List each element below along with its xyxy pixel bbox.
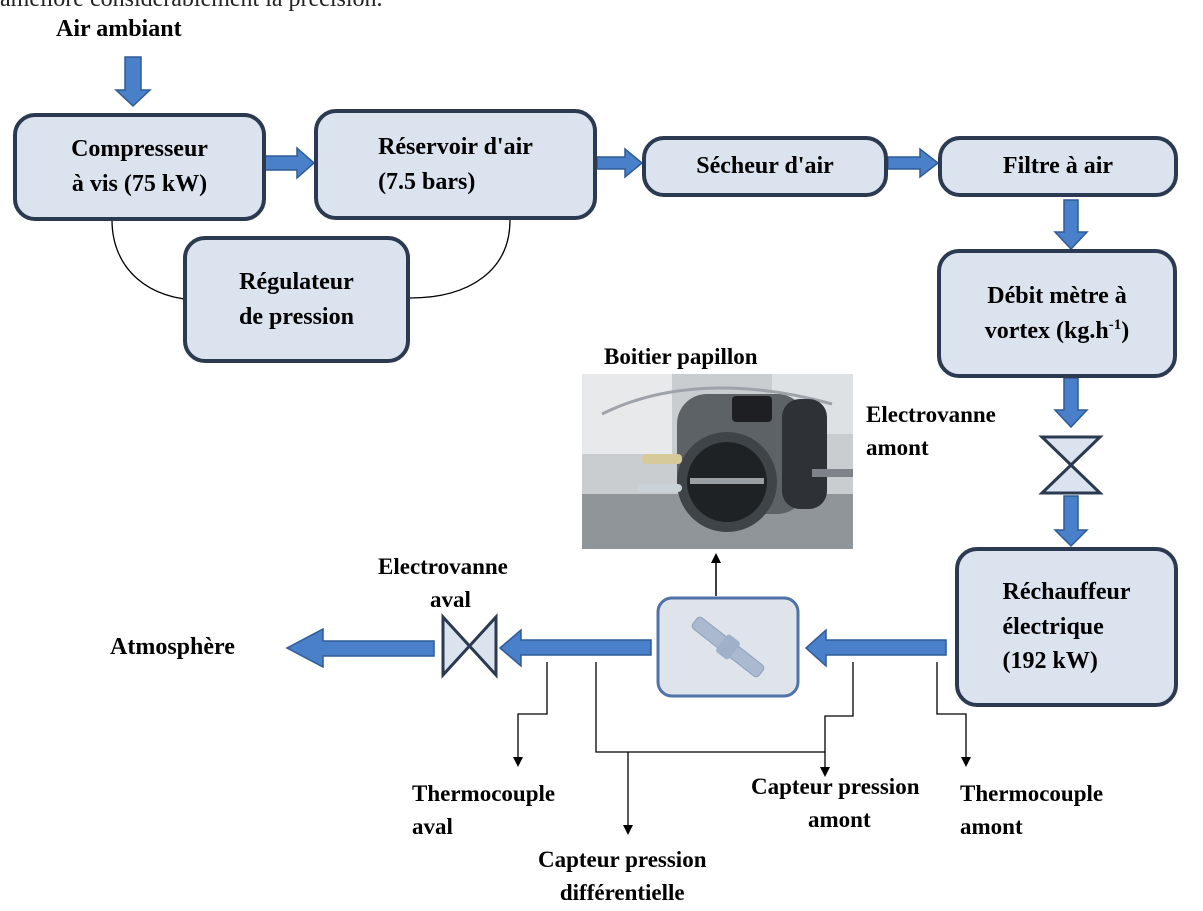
block-air-dryer: Sécheur d'air xyxy=(642,136,888,197)
arrow-flowmeter-to-valve xyxy=(1053,377,1089,429)
label-ambient-air: Air ambiant xyxy=(56,16,182,42)
upstream-valve-symbol xyxy=(1038,435,1104,495)
top-text-fragment: améliore considérablement la précision. xyxy=(0,0,383,13)
arrow-valve-to-heater xyxy=(1053,495,1089,548)
label-upstream-valve: Electrovanne amont xyxy=(866,402,996,461)
tap-thermocouple-downstream xyxy=(513,662,548,767)
arrow-heater-to-throttle xyxy=(804,628,947,668)
arrow-ambient-to-compressor xyxy=(114,56,152,108)
block-compressor: Compresseur à vis (75 kW) xyxy=(13,113,266,221)
label-differential-pressure-sensor: Capteur pression différentielle xyxy=(538,847,707,906)
arrow-dryer-to-filter xyxy=(887,147,940,179)
throttle-plate-icon xyxy=(691,616,765,678)
tap-differential-low xyxy=(595,662,825,753)
block-electric-heater: Réchauffeur électrique (192 kW) xyxy=(955,547,1178,707)
block-air-reservoir-label: Réservoir d'air (7.5 bars) xyxy=(378,133,533,195)
block-pressure-regulator: Régulateur de pression xyxy=(183,236,410,363)
block-air-reservoir: Réservoir d'air (7.5 bars) xyxy=(314,109,597,220)
arrow-filter-to-flowmeter xyxy=(1053,199,1089,251)
block-pressure-regulator-label: Régulateur de pression xyxy=(239,268,354,330)
label-downstream-valve: Electrovanne aval xyxy=(378,554,508,613)
block-vortex-flowmeter: Débit mètre à vortex (kg.h-1) xyxy=(937,249,1177,378)
throttle-body-photo xyxy=(582,374,853,549)
block-air-filter: Filtre à air xyxy=(938,136,1178,197)
block-compressor-label: Compresseur à vis (75 kW) xyxy=(71,136,208,197)
tap-upstream-pressure xyxy=(820,662,854,777)
arrow-compressor-to-reservoir xyxy=(264,146,316,180)
block-vortex-flowmeter-label: Débit mètre à vortex (kg.h-1) xyxy=(984,282,1130,344)
downstream-valve-symbol xyxy=(441,613,498,679)
arrow-throttle-to-downstream-valve xyxy=(498,628,652,668)
arrow-to-atmosphere xyxy=(285,627,435,669)
block-electric-heater-label: Réchauffeur électrique (192 kW) xyxy=(1002,578,1131,675)
label-thermocouple-downstream: Thermocouple aval xyxy=(412,781,556,840)
tap-thermocouple-upstream xyxy=(936,662,971,767)
label-throttle-body: Boitier papillon xyxy=(604,344,758,369)
throttle-body-photo-art xyxy=(582,374,853,549)
regulator-link-right xyxy=(409,219,511,299)
label-atmosphere: Atmosphère xyxy=(110,634,235,660)
label-upstream-pressure-sensor: Capteur pression amont xyxy=(751,774,920,833)
arrow-reservoir-to-dryer xyxy=(596,147,644,179)
label-thermocouple-upstream: Thermocouple amont xyxy=(960,781,1104,840)
